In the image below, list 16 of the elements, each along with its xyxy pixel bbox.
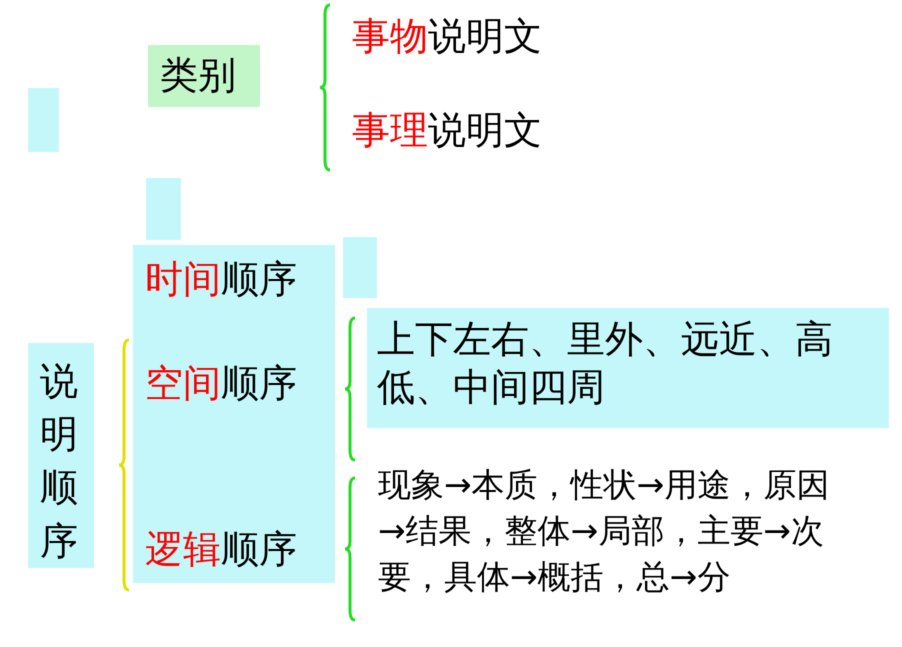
node-text: 上下左右、里外、远近、高低、中间四周 (377, 316, 834, 410)
spatial-order-box (367, 308, 889, 428)
empty-box (146, 178, 181, 240)
order-types-panel (133, 245, 335, 583)
vertical-title-box (28, 343, 94, 568)
empty-box (28, 88, 59, 152)
node-text: 时间顺序 (145, 257, 297, 303)
node-text: 说明顺序 (40, 358, 78, 565)
node-text: 逻辑顺序 (145, 527, 297, 573)
node-text: 类别 (160, 53, 236, 99)
node-text: 空间顺序 (145, 361, 297, 407)
category-text: 事理说明文 (352, 108, 542, 154)
empty-box (343, 237, 377, 298)
category-text: 事物说明文 (352, 14, 542, 60)
logical-order-text: 现象→本质，性状→用途，原因→结果，整体→局部，主要→次要，具体→概括，总→分 (378, 464, 830, 598)
category-box (148, 45, 260, 107)
